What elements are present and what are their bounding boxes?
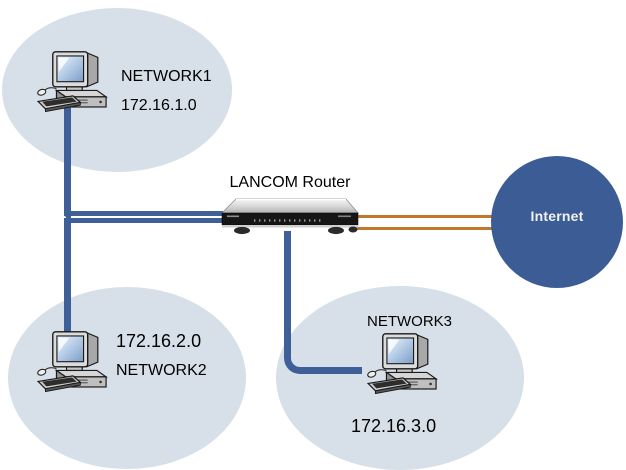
network2-zone [8,287,246,469]
wan-link-upper [354,215,494,218]
lan-link-to-router-lower [64,218,230,223]
lan-link-router-to-network3 [284,231,362,374]
network3-ip: 172.16.3.0 [351,416,437,436]
network1-computer-icon [36,50,110,118]
internet-label: Internet [530,208,584,224]
network2-label: NETWORK2 [116,362,207,379]
internet-cloud: Internet [491,156,623,288]
lan-link-to-router-upper [64,211,230,216]
network2-computer-icon [36,330,110,398]
network3-computer-icon [366,332,440,400]
router-device-icon [221,198,359,235]
network2-ip: 172.16.2.0 [116,331,202,351]
network1-label: NETWORK1 [121,68,212,85]
network3-label: NETWORK3 [367,313,453,330]
lan-link-network1-network2 [64,100,71,350]
network1-ip: 172.16.1.0 [121,97,197,114]
router-label: LANCOM Router [229,174,351,191]
wan-link-lower [354,227,494,230]
